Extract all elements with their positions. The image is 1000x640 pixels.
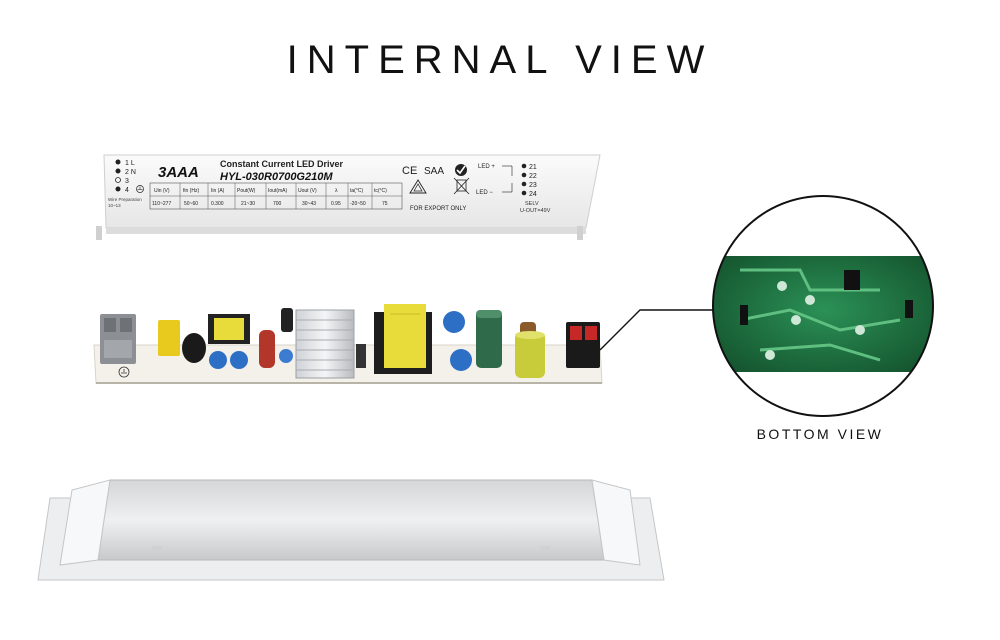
common-mode-choke <box>182 333 206 363</box>
spec-value: 700 <box>273 201 282 207</box>
y-capacitor <box>443 311 465 333</box>
spec-header: Iin (A) <box>211 188 225 194</box>
led-minus-label: LED − <box>476 190 493 196</box>
varistor <box>259 330 275 368</box>
electrolytic-capacitor-small <box>281 308 293 332</box>
output-electrolytic-capacitor <box>476 310 502 368</box>
pin-label-24: 24 <box>529 191 537 198</box>
uout-text: U-OUT=49V <box>520 208 551 214</box>
heatsink <box>295 309 355 379</box>
saa-mark: SAA <box>424 166 444 177</box>
spec-header: ta(°C) <box>350 188 363 194</box>
weee-bin-icon <box>453 177 470 195</box>
spec-header: Uin (V) <box>154 188 170 194</box>
pin-label-1: 1 L <box>125 160 135 167</box>
spec-value: 21~30 <box>241 201 255 207</box>
spec-table: Uin (V) fin (Hz) Iin (A) Pout(W) Iout(mA… <box>149 182 403 210</box>
diode <box>356 344 366 368</box>
led-plus-label: LED + <box>478 164 495 170</box>
rcm-mark-icon <box>455 164 467 176</box>
metal-housing <box>37 479 665 581</box>
model-number: HYL-030R0700G210M <box>220 171 333 183</box>
earth-ground-icon <box>136 185 144 193</box>
input-terminal-block <box>100 314 136 364</box>
ceramic-capacitor <box>230 351 248 369</box>
ceramic-capacitor <box>279 349 293 363</box>
output-filter-capacitor <box>515 331 545 378</box>
page-title: INTERNAL VIEW <box>286 38 714 82</box>
pin-label-21: 21 <box>529 164 537 171</box>
brand-logo: 3AAA <box>158 164 199 181</box>
bottom-view-caption: BOTTOM VIEW <box>756 426 884 442</box>
spec-header: Pout(W) <box>237 188 256 194</box>
pin-label-22: 22 <box>529 173 537 180</box>
wire-length: 10~13 <box>108 203 121 208</box>
spec-value: -20~50 <box>350 201 366 207</box>
ic-chip <box>844 270 860 290</box>
spec-header: λ <box>335 188 338 194</box>
pin-label-2: 2 N <box>125 169 136 176</box>
wire-prep-label: Wire Preparation <box>108 197 142 202</box>
driver-cover: 1 L 2 N 3 4 Wire Preparation 10~13 3AAA … <box>96 154 601 240</box>
export-only-text: FOR EXPORT ONLY <box>410 206 466 212</box>
output-pin-legend: LED + LED − 21 22 23 24 SELV U-OUT=49V <box>476 163 551 214</box>
spec-value: 0.300 <box>211 201 224 207</box>
pin-label-4: 4 <box>125 187 129 194</box>
spec-header: Uout (V) <box>298 188 317 194</box>
smd-diode <box>905 300 913 318</box>
spec-value: 75 <box>382 201 388 207</box>
spec-value: 110~277 <box>152 201 171 207</box>
input-pin-legend: 1 L 2 N 3 4 Wire Preparation 10~13 <box>108 159 144 208</box>
earth-ground-icon <box>118 366 130 378</box>
ce-mark: CE <box>402 165 417 177</box>
class-ii-icon <box>409 179 427 194</box>
pin-label-23: 23 <box>529 182 537 189</box>
pin-label-3: 3 <box>125 178 129 185</box>
input-inductor <box>208 314 250 344</box>
product-name: Constant Current LED Driver <box>220 159 344 169</box>
y-capacitor <box>450 349 472 371</box>
spec-header: fin (Hz) <box>183 188 199 194</box>
x-capacitor <box>158 320 180 356</box>
bottom-view-magnifier <box>712 195 934 417</box>
output-terminal-block <box>566 322 600 368</box>
spec-value: 0.95 <box>331 201 341 207</box>
ceramic-capacitor <box>209 351 227 369</box>
smd-diode <box>740 305 748 325</box>
callout-line <box>599 309 720 351</box>
circuit-board <box>93 304 603 384</box>
selv-text: SELV <box>525 201 539 207</box>
spec-value: 50~60 <box>184 201 198 207</box>
spec-value: 30~43 <box>302 201 316 207</box>
spec-header: Iout(mA) <box>268 188 288 194</box>
main-transformer <box>374 304 432 374</box>
spec-header: tc(°C) <box>374 188 387 194</box>
